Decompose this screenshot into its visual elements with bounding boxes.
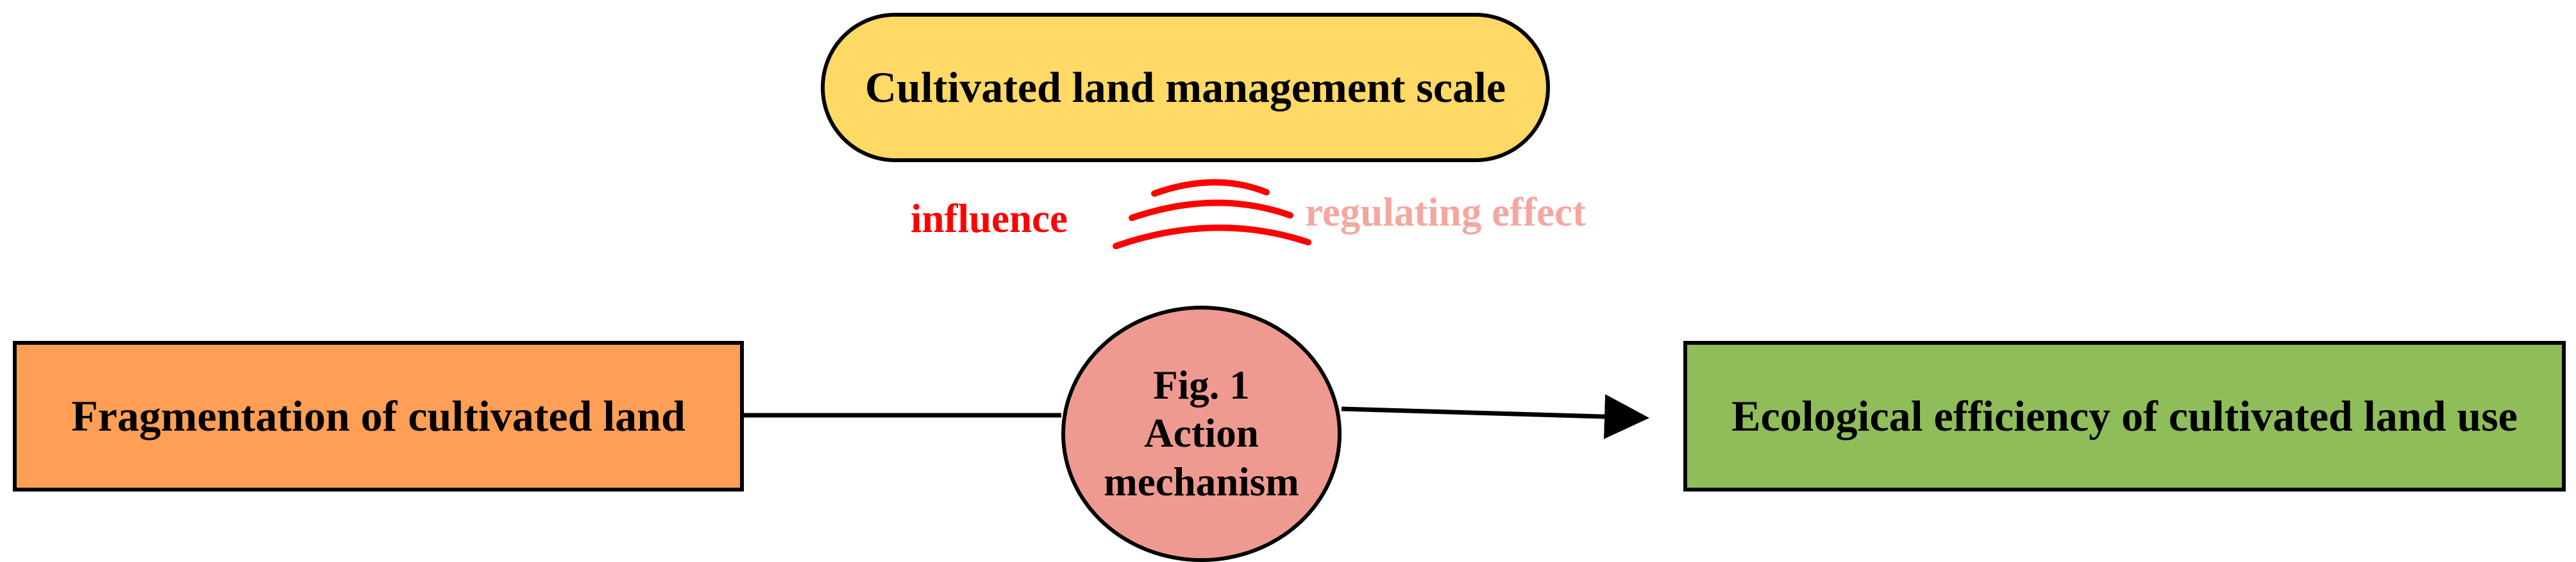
- figure-number-label: Fig. 1: [1153, 362, 1250, 408]
- mechanism-label: mechanism: [1104, 459, 1299, 504]
- action-label: Action: [1144, 411, 1259, 456]
- fragmentation-node: Fragmentation of cultivated land: [13, 341, 744, 492]
- center-to-right-arrow: [1341, 394, 1649, 440]
- regulating-effect-label: regulating effect: [1305, 190, 1586, 235]
- influence-label: influence: [911, 196, 1068, 241]
- management-scale-node: Cultivated land management scale: [821, 13, 1550, 162]
- ecological-efficiency-node: Ecological efficiency of cultivated land…: [1683, 341, 2566, 492]
- action-mechanism-node: Fig. 1 Action mechanism: [1061, 306, 1342, 562]
- influence-waves-icon: [1113, 179, 1311, 249]
